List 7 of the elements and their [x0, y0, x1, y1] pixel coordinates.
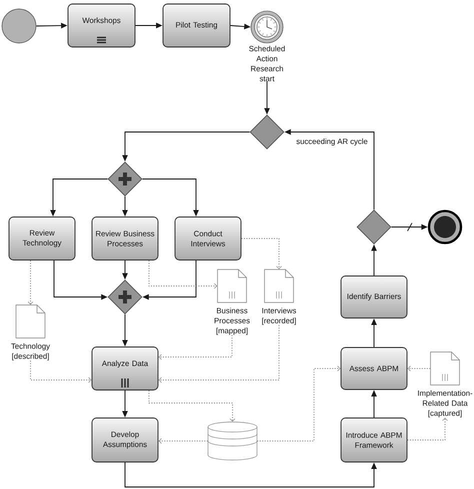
database-cylinder	[208, 422, 258, 460]
exclusive-gateway-diamond	[250, 114, 284, 150]
exclusive-gateway-diamond	[356, 210, 392, 244]
start-event-circle	[2, 8, 36, 44]
end-event-circle	[428, 210, 462, 244]
parallel-gateway-diamond	[108, 162, 142, 196]
parallel-gateway-diamond	[108, 280, 142, 314]
